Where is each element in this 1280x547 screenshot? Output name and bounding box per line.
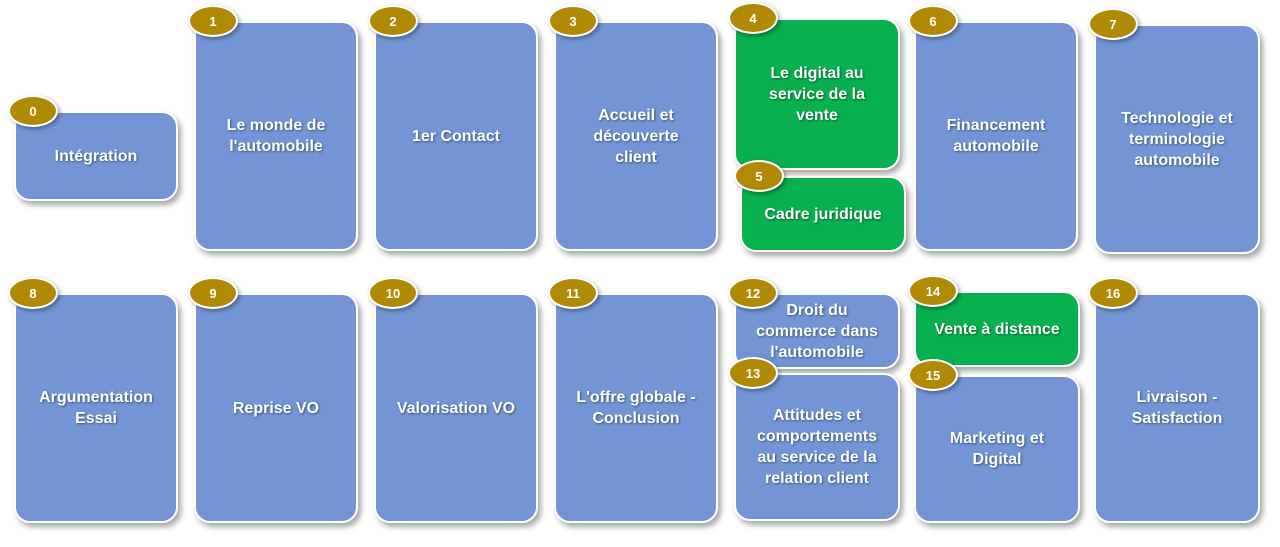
module-label: Le monde de l'automobile — [226, 117, 326, 155]
module-number-badge: 6 — [908, 5, 958, 37]
module-label: Attitudes et comportements au service de… — [756, 407, 878, 487]
module-number-badge: 12 — [728, 277, 778, 309]
module-card-6[interactable]: Financement automobile — [914, 21, 1078, 251]
module-number-badge: 16 — [1088, 277, 1138, 309]
module-card-1[interactable]: Le monde de l'automobile — [194, 21, 358, 251]
module-number-badge: 5 — [734, 160, 784, 192]
module-card-15[interactable]: Marketing et Digital — [914, 375, 1080, 523]
module-label: Reprise VO — [232, 399, 320, 417]
module-number-badge: 11 — [548, 277, 598, 309]
module-label: Livraison - Satisfaction — [1131, 389, 1223, 427]
module-label: Vente à distance — [934, 320, 1060, 338]
module-label: Marketing et Digital — [949, 430, 1045, 468]
module-number-badge: 15 — [908, 359, 958, 391]
module-card-8[interactable]: Argumentation Essai — [14, 293, 178, 523]
module-card-9[interactable]: Reprise VO — [194, 293, 358, 523]
module-label: Valorisation VO — [396, 399, 516, 417]
module-card-4[interactable]: Le digital au service de la vente — [734, 18, 900, 170]
module-number-badge: 2 — [368, 5, 418, 37]
module-label: Cadre juridique — [764, 205, 882, 223]
module-card-3[interactable]: Accueil et découverte client — [554, 21, 718, 251]
module-card-2[interactable]: 1er Contact — [374, 21, 538, 251]
module-label: L'offre globale - Conclusion — [576, 389, 696, 427]
module-number-badge: 1 — [188, 5, 238, 37]
module-number-badge: 4 — [728, 2, 778, 34]
module-label: 1er Contact — [411, 127, 501, 145]
module-number-badge: 7 — [1088, 8, 1138, 40]
module-label: Intégration — [54, 147, 138, 165]
module-number-badge: 8 — [8, 277, 58, 309]
module-number-badge: 0 — [8, 95, 58, 127]
module-label: Financement automobile — [946, 117, 1046, 155]
module-card-7[interactable]: Technologie et terminologie automobile — [1094, 24, 1260, 254]
module-number-badge: 13 — [728, 357, 778, 389]
module-number-badge: 14 — [908, 275, 958, 307]
module-label: Argumentation Essai — [39, 389, 153, 427]
module-card-10[interactable]: Valorisation VO — [374, 293, 538, 523]
module-label: Droit du commerce dans l'automobile — [756, 301, 878, 361]
module-label: Le digital au service de la vente — [768, 64, 866, 124]
module-card-11[interactable]: L'offre globale - Conclusion — [554, 293, 718, 523]
module-number-badge: 9 — [188, 277, 238, 309]
module-card-16[interactable]: Livraison - Satisfaction — [1094, 293, 1260, 523]
module-number-badge: 10 — [368, 277, 418, 309]
module-number-badge: 3 — [548, 5, 598, 37]
module-label: Technologie et terminologie automobile — [1121, 109, 1233, 169]
module-label: Accueil et découverte client — [593, 106, 679, 166]
module-card-13[interactable]: Attitudes et comportements au service de… — [734, 373, 900, 521]
